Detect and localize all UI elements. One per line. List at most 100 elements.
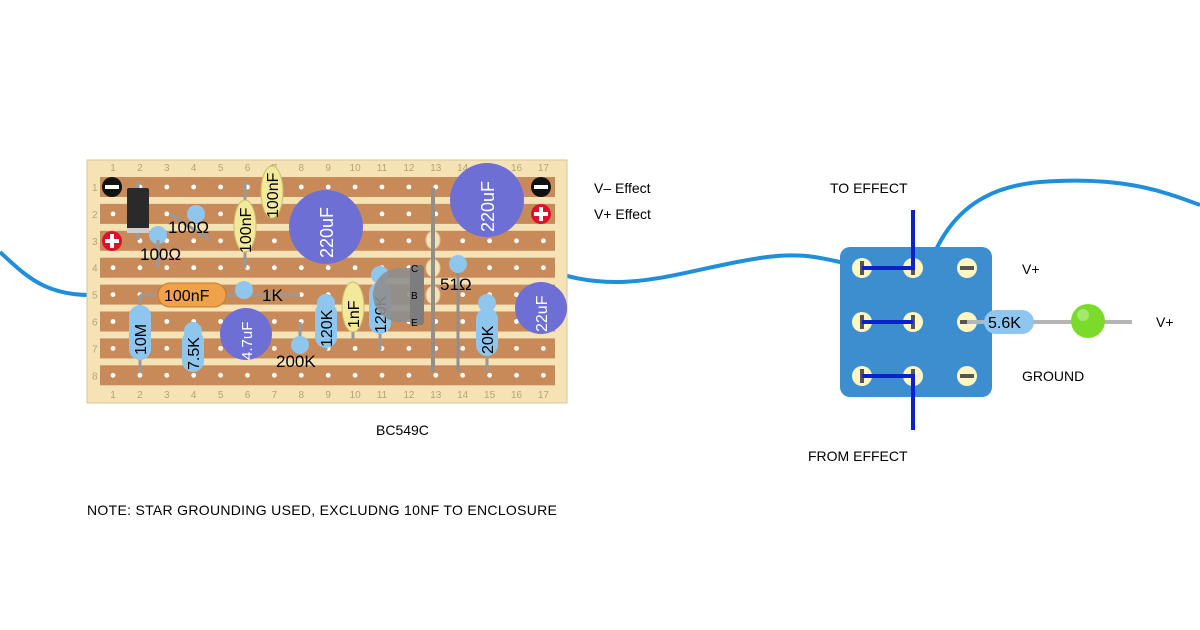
column-label: 5 (218, 163, 224, 174)
row-label: 8 (92, 371, 98, 382)
resistor-51-ohm: 51Ω (440, 255, 472, 294)
hole (514, 238, 519, 244)
switch-line-bottom (862, 374, 915, 430)
hole (218, 184, 224, 190)
transistor-label: BC549C (376, 422, 429, 438)
negative-marker-left (102, 177, 122, 197)
label-220uf-b: 220uF (478, 181, 498, 232)
column-label: 4 (191, 390, 197, 401)
column-label: 8 (299, 390, 305, 401)
label-4-7uf: 4.7uF (239, 322, 256, 360)
hole (191, 238, 197, 244)
column-label: 6 (245, 390, 251, 401)
column-label: 9 (325, 163, 331, 174)
column-label: 2 (137, 163, 143, 174)
hole (460, 372, 466, 378)
switch-line-top (862, 210, 915, 270)
hole (191, 372, 197, 378)
electrolytic-220uf-a: 220uF (289, 190, 363, 264)
column-label: 12 (403, 390, 415, 401)
label-100nf-a: 100nF (238, 207, 255, 253)
hole (379, 238, 385, 244)
grounding-note: NOTE: STAR GROUNDING USED, EXCLUDNG 10NF… (87, 502, 558, 518)
hole (272, 319, 277, 324)
hole (218, 372, 224, 378)
hole (514, 319, 519, 324)
hole (272, 265, 277, 271)
stripboard: 1122334455667788991010111112121313141415… (86, 159, 568, 404)
hole (433, 372, 439, 378)
resistor-100-ohm-b: 100Ω (140, 226, 181, 268)
hole (514, 346, 519, 351)
ceramic-cap-1nf: 1nF (341, 281, 365, 340)
row-label: 4 (92, 264, 98, 275)
hole (272, 238, 277, 244)
to-effect-label: TO EFFECT (830, 180, 908, 196)
column-label: 9 (325, 390, 331, 401)
column-label: 17 (538, 163, 550, 174)
switch-v-plus-label: V+ (1022, 261, 1040, 277)
hole (352, 346, 358, 351)
column-label: 11 (377, 390, 388, 401)
hole (325, 265, 331, 271)
label-1k: 1K (262, 286, 283, 305)
hole (164, 184, 170, 190)
column-label: 1 (110, 163, 116, 174)
column-label: 13 (430, 163, 442, 174)
column-label: 13 (430, 390, 442, 401)
hole (298, 372, 304, 378)
resistor-10m: 10M (129, 295, 151, 372)
label-51-ohm: 51Ω (440, 275, 472, 294)
lug-slot (960, 266, 974, 270)
hole (352, 372, 358, 378)
column-label: 10 (350, 163, 362, 174)
hole (245, 372, 250, 378)
row-label: 7 (92, 344, 98, 355)
hole (460, 292, 466, 297)
hole (110, 319, 116, 324)
pin-c-label: C (411, 264, 418, 275)
column-label: 8 (299, 163, 305, 174)
label-7-5k: 7.5K (186, 337, 203, 370)
column-label: 7 (272, 390, 278, 401)
hole (406, 346, 412, 351)
column-label: 17 (538, 390, 550, 401)
hole (514, 372, 519, 378)
resistor-1k: 1K (235, 281, 300, 305)
hole (164, 319, 170, 324)
hole (460, 346, 466, 351)
ceramic-cap-100nf-a: 100nF (233, 182, 257, 268)
hole (164, 372, 170, 378)
column-label: 14 (457, 390, 469, 401)
hole (406, 372, 412, 378)
column-label: 2 (137, 390, 143, 401)
row-label: 3 (92, 237, 98, 248)
resistor-20k: 20K (476, 294, 498, 372)
hole (110, 211, 116, 217)
column-label: 5 (218, 390, 224, 401)
hole (272, 372, 277, 378)
hole (191, 265, 197, 271)
hole (218, 346, 224, 351)
hole (298, 184, 304, 190)
hole (110, 292, 116, 297)
v-minus-effect-label: V– Effect (594, 180, 651, 196)
hole (137, 265, 143, 271)
row-label: 1 (92, 183, 98, 194)
diode-band (127, 228, 149, 233)
hole (298, 292, 304, 297)
hole (460, 319, 466, 324)
resistor-100-ohm-a: 100Ω (168, 205, 211, 242)
led-body (1071, 304, 1105, 338)
diode (127, 182, 149, 240)
label-220uf-a: 220uF (317, 207, 337, 258)
hole (352, 265, 358, 271)
hole (191, 184, 197, 190)
hole (541, 265, 546, 271)
hole (352, 184, 358, 190)
hole (137, 372, 143, 378)
hole (379, 211, 385, 217)
column-label: 10 (350, 390, 362, 401)
